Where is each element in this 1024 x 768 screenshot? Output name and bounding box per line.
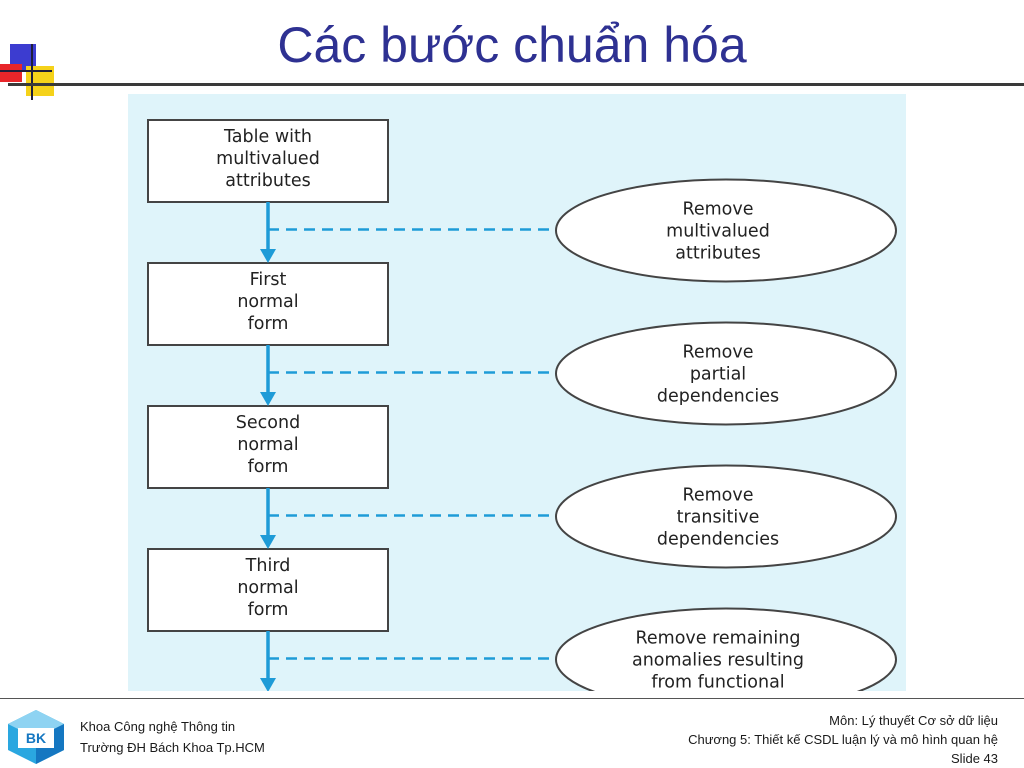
corner-decoration: [0, 0, 70, 110]
chapter-name: Chương 5: Thiết kế CSDL luận lý và mô hì…: [688, 732, 998, 747]
box-label-line: Third: [245, 556, 291, 576]
box-label-line: normal: [237, 435, 298, 455]
vertical-rule-decoration: [31, 44, 33, 100]
ellipse-label-line: Remove remaining: [636, 629, 801, 649]
box-label-line: form: [248, 314, 289, 334]
footer-divider: [0, 698, 1024, 699]
ellipse-label-line: from functional: [651, 673, 784, 692]
ellipse-label-line: multivalued: [666, 222, 770, 242]
diagram-svg: Table withmultivaluedattributesFirstnorm…: [147, 119, 897, 692]
ellipse-label-line: Remove: [682, 343, 753, 363]
box-label-line: multivalued: [216, 149, 320, 169]
ellipse-shape: [555, 321, 897, 426]
ellipse-shape: [555, 178, 897, 283]
box-label-line: normal: [237, 292, 298, 312]
arrow-head: [260, 535, 276, 549]
box-label-line: First: [250, 270, 287, 290]
box-label-line: form: [248, 457, 289, 477]
ellipse-shape: [555, 607, 897, 691]
step-arrow-2: [260, 488, 276, 549]
arrow-head: [260, 249, 276, 263]
course-name: Môn: Lý thuyết Cơ sở dữ liệu: [829, 713, 998, 728]
red-square-decoration: [0, 64, 22, 82]
title-underline: [8, 83, 1024, 86]
ellipse-shape: [555, 464, 897, 569]
ellipse-label-line: Remove: [682, 200, 753, 220]
step-arrow-0: [260, 202, 276, 263]
ellipse-label-line: transitive: [677, 508, 760, 528]
box-label-line: Table with: [223, 127, 312, 147]
university-name: Trường ĐH Bách Khoa Tp.HCM: [80, 740, 265, 755]
logo-text: BK: [26, 730, 46, 746]
faculty-name: Khoa Công nghệ Thông tin: [80, 719, 236, 734]
ellipse-label-line: Remove: [682, 486, 753, 506]
bk-logo: BK: [8, 710, 64, 764]
ellipse-label-line: anomalies resulting: [632, 651, 804, 671]
slide-title: Các bước chuẩn hóa: [277, 17, 747, 73]
box-label-line: normal: [237, 578, 298, 598]
arrow-head: [260, 392, 276, 406]
box-label-line: attributes: [225, 171, 310, 191]
ellipse-label-line: dependencies: [657, 530, 779, 550]
ellipse-label-line: attributes: [675, 244, 760, 264]
step-arrow-3: [260, 631, 276, 691]
ellipse-label-line: partial: [690, 365, 746, 385]
ellipse-label-line: dependencies: [657, 387, 779, 407]
footer-left: Khoa Công nghệ Thông tin Trường ĐH Bách …: [80, 716, 265, 758]
short-rule-decoration: [0, 70, 52, 72]
slide-number: Slide 43: [951, 751, 998, 766]
box-label-line: Second: [236, 413, 300, 433]
box-rect: [147, 405, 389, 489]
box-rect: [147, 548, 389, 632]
step-arrow-1: [260, 345, 276, 406]
box-label-line: form: [248, 600, 289, 620]
arrow-head: [260, 678, 276, 691]
footer-right: Môn: Lý thuyết Cơ sở dữ liệu Chương 5: T…: [688, 711, 998, 768]
